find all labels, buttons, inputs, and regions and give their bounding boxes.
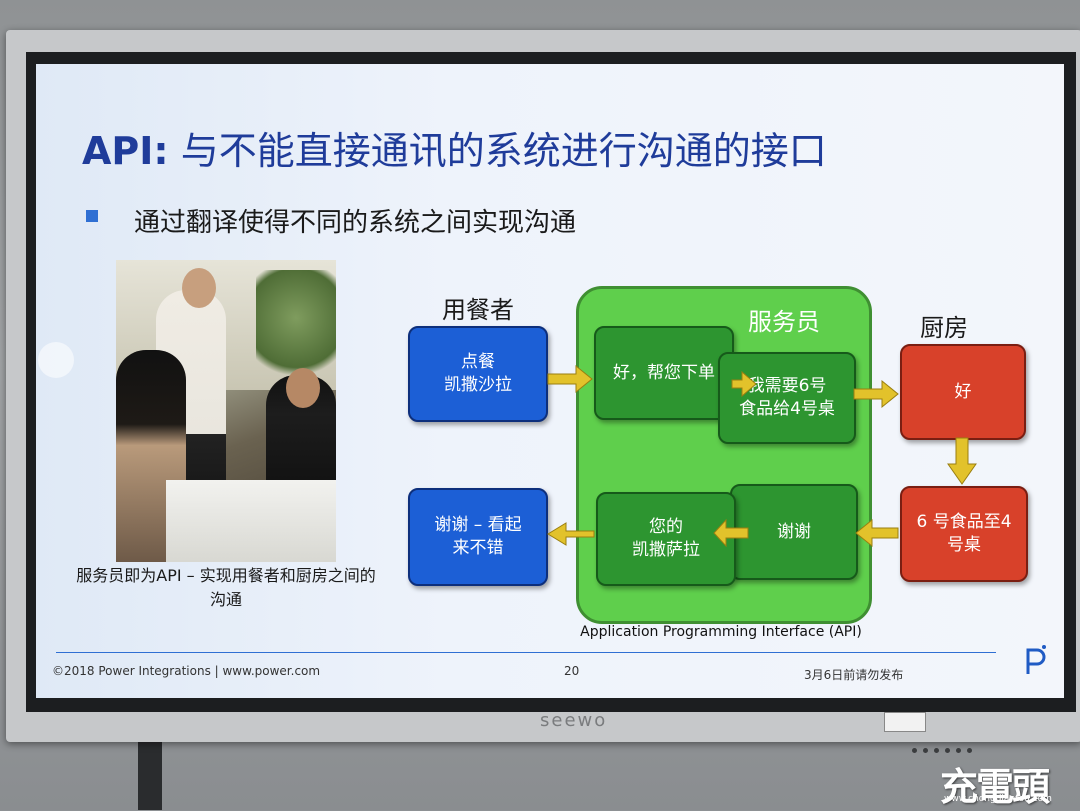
monitor-button[interactable] bbox=[945, 748, 950, 753]
flow-arrows bbox=[547, 364, 977, 548]
watermark-url: www.chongdiantou.com bbox=[944, 794, 1052, 804]
box-looks-good-text: 谢谢 – 看起 来不错 bbox=[434, 515, 522, 558]
monitor-button[interactable] bbox=[967, 748, 972, 753]
side-menu-handle[interactable] bbox=[38, 342, 74, 378]
box-ok-order-text: 好，帮您下单 bbox=[613, 362, 715, 383]
monitor-button[interactable] bbox=[956, 748, 961, 753]
monitor-button[interactable] bbox=[923, 748, 928, 753]
box-kitchen-done: 6 号食品至4 号桌 bbox=[900, 486, 1028, 582]
monitor-sticker bbox=[884, 712, 926, 732]
monitor-buttons bbox=[912, 738, 978, 757]
box-order-text: 点餐 凯撒沙拉 bbox=[444, 352, 512, 395]
restaurant-photo bbox=[116, 260, 336, 562]
box-your-salad-text: 您的 凯撒萨拉 bbox=[632, 517, 700, 560]
arrow-salad-to-diner-icon bbox=[547, 522, 595, 546]
arrow-waiter-to-request-icon bbox=[731, 370, 757, 398]
bullet-text: 通过翻译使得不同的系统之间实现沟通 bbox=[134, 208, 577, 238]
photo-caption: 服务员即为API – 实现用餐者和厨房之间的沟通 bbox=[76, 566, 376, 609]
slide-title-text: 与不能直接通讯的系统进行沟通的接口 bbox=[168, 129, 827, 173]
bullet-square-icon bbox=[86, 210, 98, 222]
box-request-text: 我需要6号 食品给4号桌 bbox=[739, 376, 835, 419]
slide-title: API: 与不能直接通讯的系统进行沟通的接口 bbox=[82, 120, 827, 175]
footer-page-number: 20 bbox=[564, 664, 580, 678]
box-kitchen-ok: 好 bbox=[900, 344, 1026, 440]
arrow-thanks-to-salad-icon bbox=[713, 518, 749, 548]
monitor-stand bbox=[138, 742, 162, 810]
monitor-brand: seewo bbox=[540, 710, 608, 731]
label-waiter: 服务员 bbox=[748, 308, 820, 336]
watermark-logo: 充電頭 bbox=[940, 765, 1050, 809]
box-order: 点餐 凯撒沙拉 bbox=[408, 326, 548, 422]
box-kitchen-done-text: 6 号食品至4 号桌 bbox=[916, 512, 1012, 555]
arrow-request-to-kitchen-icon bbox=[853, 379, 899, 409]
photo-table bbox=[166, 480, 336, 562]
box-request: 我需要6号 食品给4号桌 bbox=[718, 352, 856, 444]
footer-copyright: ©2018 Power Integrations | www.power.com bbox=[52, 664, 321, 678]
api-label: Application Programming Interface (API) bbox=[580, 624, 862, 640]
footer-divider bbox=[56, 652, 996, 653]
box-your-salad: 您的 凯撒萨拉 bbox=[596, 492, 736, 586]
arrow-kitchen-to-thanks-icon bbox=[855, 518, 899, 548]
arrow-order-to-waiter-icon bbox=[547, 364, 593, 394]
slide-title-api: API: bbox=[82, 129, 169, 173]
label-kitchen: 厨房 bbox=[920, 314, 968, 342]
arrow-kitchen-down-icon bbox=[947, 437, 977, 485]
footer-embargo: 3月6日前请勿发布 bbox=[804, 668, 904, 682]
photo-waiter-head bbox=[182, 268, 216, 308]
presentation-slide: API: 与不能直接通讯的系统进行沟通的接口 通过翻译使得不同的系统之间实现沟通… bbox=[36, 64, 1064, 698]
box-looks-good: 谢谢 – 看起 来不错 bbox=[408, 488, 548, 586]
box-thanks-text: 谢谢 bbox=[777, 521, 811, 542]
box-kitchen-ok-text: 好 bbox=[954, 381, 972, 402]
photo-man-head bbox=[286, 368, 320, 408]
monitor-button[interactable] bbox=[934, 748, 939, 753]
power-integrations-logo bbox=[1026, 645, 1046, 674]
monitor-button[interactable] bbox=[912, 748, 917, 753]
label-diner: 用餐者 bbox=[442, 296, 514, 324]
